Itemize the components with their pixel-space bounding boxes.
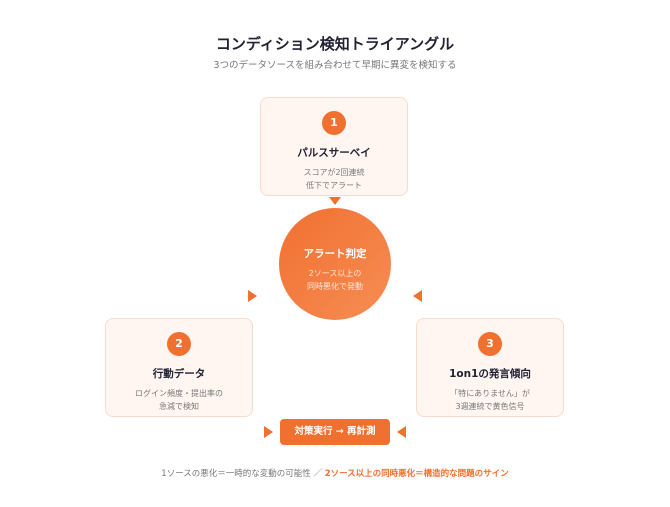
card-desc-line: 急減で検知 (159, 402, 199, 411)
card-1on1-tendency: 3 1on1の発言傾向 「特にありません」が 3週連続で黄色信号 (416, 318, 564, 417)
card-desc-line: 低下でアラート (306, 181, 362, 190)
card-title: 行動データ (152, 368, 206, 380)
arrow-right-icon (264, 426, 273, 438)
footnote-emphasis: 2ソース以上の同時悪化＝構造的な問題のサイン (324, 469, 509, 479)
footnote-normal: 1ソースの悪化＝一時的な変動の可能性 ／ (161, 469, 325, 479)
step-number-badge: 2 (167, 332, 191, 356)
circle-title: アラート判定 (303, 248, 367, 260)
card-pulse-survey: 1 パルスサーベイ スコアが2回連続低下でアラート (260, 97, 408, 196)
card-desc-line: 3週連続で黄色信号 (455, 402, 525, 411)
card-title: 1on1の発言傾向 (449, 368, 531, 380)
arrow-down-icon (329, 197, 341, 205)
circle-desc-line: 同時悪化で発動 (307, 282, 363, 291)
card-desc-line: 「特にありません」が (450, 389, 530, 398)
page-subtitle: 3つのデータソースを組み合わせて早期に異変を検知する (213, 60, 457, 71)
card-title: パルスサーベイ (297, 147, 371, 159)
circle-desc-line: 2ソース以上の (308, 269, 362, 278)
step-number-badge: 3 (478, 332, 502, 356)
card-desc-line: ログイン頻度・提出率の (135, 389, 223, 398)
page-title: コンディション検知トライアングル (215, 35, 455, 53)
alert-judgement-circle: アラート判定 2ソース以上の同時悪化で発動 (279, 208, 391, 320)
arrow-right-icon (248, 290, 257, 302)
card-behavior-data: 2 行動データ ログイン頻度・提出率の急減で検知 (105, 318, 253, 417)
footnote: 1ソースの悪化＝一時的な変動の可能性 ／ 2ソース以上の同時悪化＝構造的な問題の… (0, 467, 670, 479)
card-description: 「特にありません」が 3週連続で黄色信号 (417, 387, 563, 413)
circle-description: 2ソース以上の同時悪化で発動 (279, 267, 391, 293)
card-description: スコアが2回連続低下でアラート (261, 166, 407, 192)
card-description: ログイン頻度・提出率の急減で検知 (106, 387, 252, 413)
arrow-left-icon (413, 290, 422, 302)
card-desc-line: スコアが2回連続 (303, 168, 365, 177)
arrow-left-icon (397, 426, 406, 438)
step-number-badge: 1 (322, 111, 346, 135)
action-box: 対策実行 → 再計測 (280, 419, 390, 445)
